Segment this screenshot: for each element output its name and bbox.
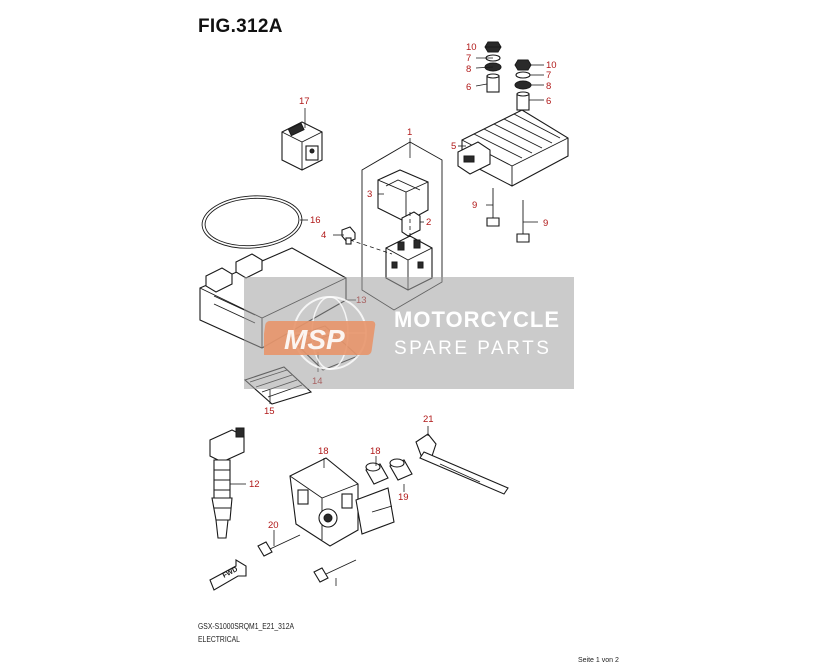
callout-18: 19: [398, 492, 409, 503]
callout-8: 8: [546, 81, 551, 92]
callout-1: 1: [407, 127, 412, 138]
bolt-left[interactable]: [486, 188, 500, 227]
callout-21: 21: [423, 414, 434, 425]
callout-2: 2: [426, 217, 431, 228]
bolt-right[interactable]: [516, 200, 530, 243]
callout-5: 5: [451, 141, 456, 152]
callout-16: 17: [299, 96, 310, 107]
msp-logo: MSP: [264, 296, 376, 370]
callout-8: 8: [466, 64, 471, 75]
bolt-20[interactable]: [313, 559, 357, 583]
diagram-name: ELECTRICAL: [198, 635, 240, 644]
callout-9: 9: [543, 218, 548, 229]
callout-18: 18: [370, 446, 381, 457]
callout-7: 7: [546, 70, 551, 81]
callout-4: 4: [321, 230, 326, 241]
diagram-code: GSX-S1000SRQM1_E21_312A: [198, 622, 295, 631]
ignition-coil-part[interactable]: [209, 427, 245, 539]
callout-10: 10: [466, 42, 477, 53]
callout-17: 18: [318, 446, 329, 457]
mounting-bracket-part[interactable]: [289, 457, 395, 547]
o-ring-part[interactable]: [200, 193, 303, 252]
cable-clamp-part[interactable]: [415, 433, 509, 495]
fastener-stack-right[interactable]: [514, 59, 532, 111]
grommet-left[interactable]: [365, 462, 389, 485]
callout-7: 7: [466, 53, 471, 64]
callout-11: 12: [249, 479, 260, 490]
forward-arrow-icon: FWD: [209, 559, 247, 591]
figure-title: FIG.312A: [198, 16, 283, 37]
page-indicator: Seite 1 von 2: [578, 657, 619, 664]
callout-15: 16: [310, 215, 321, 226]
callout-19: 20: [268, 520, 279, 531]
watermark-overlay: MSP MOTORCYCLE SPARE PARTS: [244, 277, 574, 389]
watermark-subtitle: SPARE PARTS: [394, 338, 552, 359]
msp-logo-text: MSP: [284, 324, 345, 355]
callout-10: 10: [546, 60, 557, 71]
bolt-19[interactable]: [257, 534, 301, 557]
grommet-right[interactable]: [389, 458, 413, 481]
regulator-rectifier-part[interactable]: [457, 109, 569, 187]
relay-connector-part[interactable]: [281, 121, 323, 171]
callout-3: 3: [367, 189, 372, 200]
screw-part[interactable]: [341, 226, 356, 245]
callout-14: 15: [264, 406, 275, 417]
callout-6: 6: [546, 96, 551, 107]
callout-9: 9: [472, 200, 477, 211]
watermark-title: MOTORCYCLE: [394, 307, 561, 332]
starter-relay-assembly[interactable]: [349, 141, 443, 311]
callout-labels: 10 7 8 6 10 7 8 6 5 9 9 1 3 2 4 17 16 13…: [249, 42, 557, 531]
callout-6: 6: [466, 82, 471, 93]
